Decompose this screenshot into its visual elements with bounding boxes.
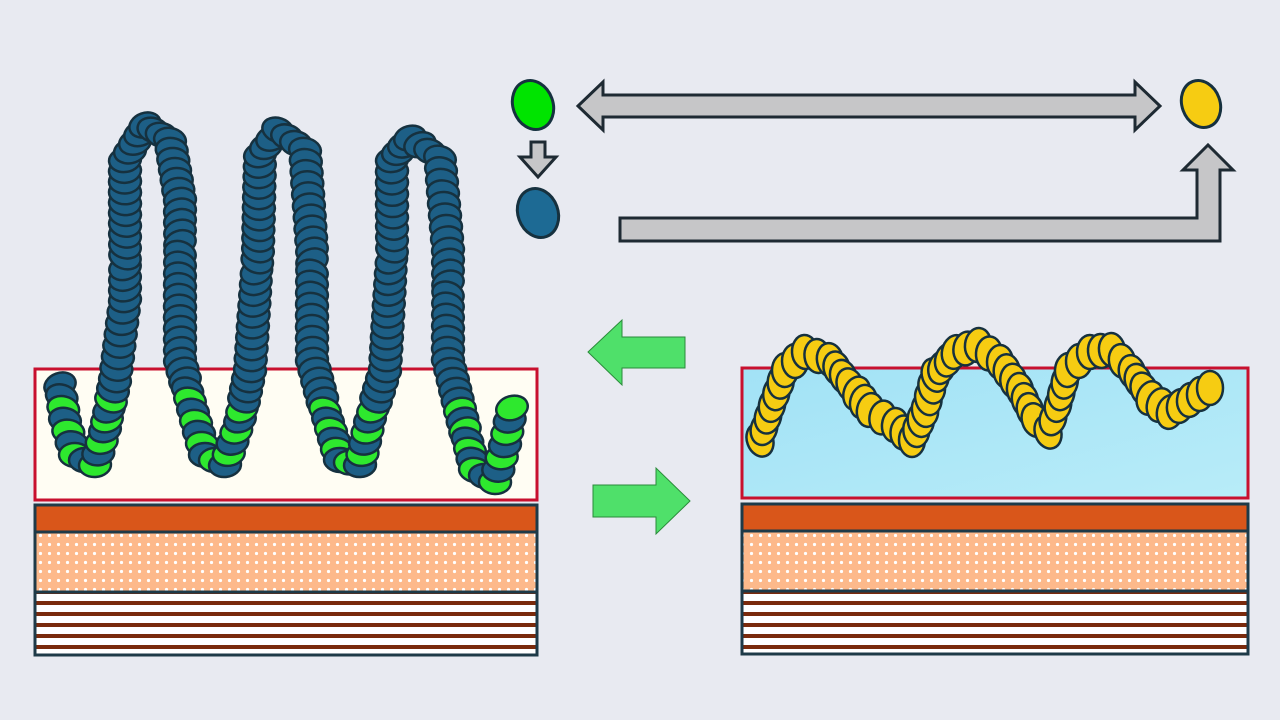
green-right-arrow-icon[interactable]: [592, 466, 691, 536]
collapsed-polymer-chain: [745, 326, 1225, 459]
right-orange-layer: [740, 502, 1250, 533]
yellow-monomer-icon: [1179, 79, 1223, 129]
green-left-arrow-icon[interactable]: [587, 318, 686, 387]
right-substrate: [740, 366, 1250, 656]
right-dotted-layer: [740, 529, 1250, 593]
dark-bead: [495, 394, 529, 422]
left-orange-layer: [33, 503, 539, 534]
extended-polymer-chain: [43, 111, 529, 496]
left-dotted-layer: [33, 530, 539, 594]
double-headed-arrow-icon: [575, 78, 1163, 134]
left-striped-layer: [33, 590, 539, 657]
green-monomer-icon: [510, 79, 556, 131]
right-polymer-layer-box: [740, 366, 1250, 500]
right-striped-layer: [740, 589, 1250, 656]
yellow-bead: [1195, 369, 1225, 407]
dark-monomer-icon: [515, 187, 561, 239]
down-arrow-icon: [516, 140, 560, 180]
elbow-up-arrow-icon: [618, 142, 1237, 243]
